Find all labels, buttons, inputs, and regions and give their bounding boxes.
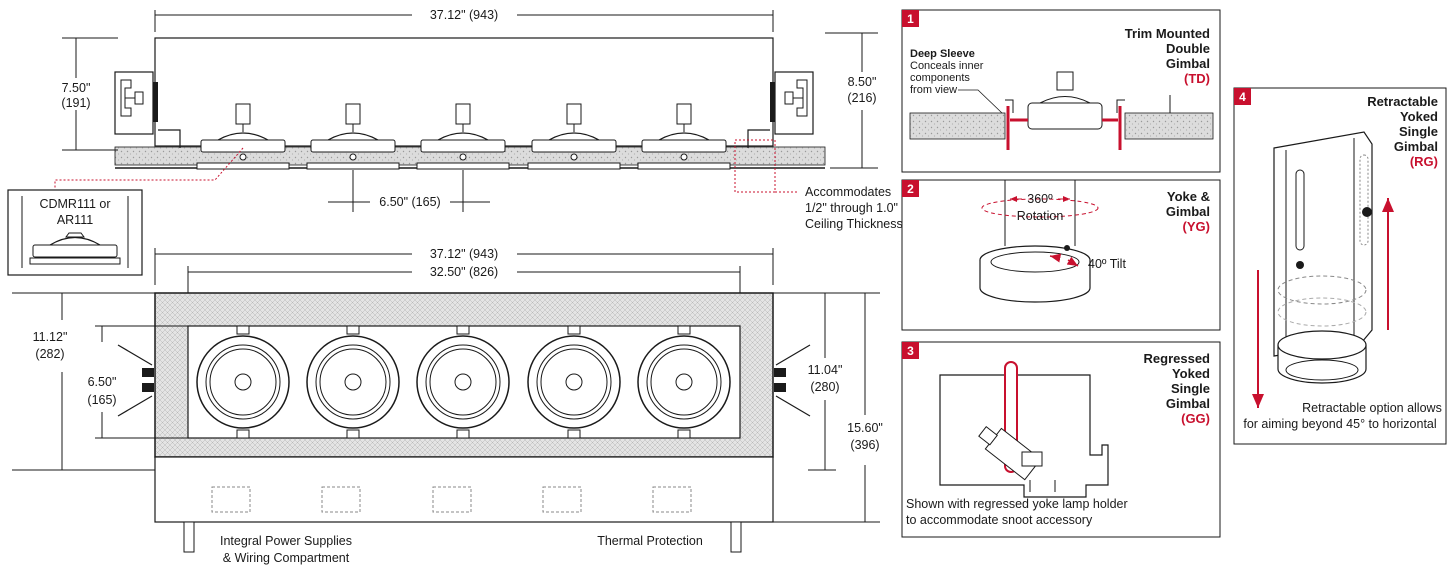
panel-3-title-3: Single [1171, 381, 1210, 396]
ceiling-note-2: 1/2" through 1.0" [805, 201, 898, 215]
panel-3-title-1: Regressed [1144, 351, 1211, 366]
panel-3-badge [902, 342, 919, 359]
panel-3-title-2: Yoked [1172, 366, 1210, 381]
side-width-label: 37.12" (943) [430, 8, 498, 22]
aperture-mm: (165) [87, 393, 116, 407]
panel-4-title-1: Retractable [1367, 94, 1438, 109]
panel-4-code: (RG) [1410, 154, 1438, 169]
side-height-left-in: 7.50" [62, 81, 91, 95]
lamp-label-2: AR111 [57, 213, 93, 227]
svg-text:3: 3 [907, 344, 914, 358]
panel-3-caption-2: to accommodate snoot accessory [906, 513, 1093, 527]
rotation-degrees: 360º [1027, 192, 1053, 206]
power-note-1: Integral Power Supplies [220, 534, 352, 548]
panel-3-caption-1: Shown with regressed yoke lamp holder [906, 497, 1128, 511]
panel-4-badge [1234, 88, 1251, 105]
panel-1-callout-1: Conceals inner [910, 60, 984, 72]
side-height-right-mm: (216) [847, 91, 876, 105]
side-height-left-mm: (191) [61, 96, 90, 110]
side-height-right-in: 8.50" [848, 75, 877, 89]
side-lamps [196, 103, 731, 170]
top-height-right-in: 11.04" [808, 363, 843, 377]
rotation-label: Rotation [1017, 209, 1064, 223]
panel-1-callout-title: Deep Sleeve [910, 48, 975, 60]
panel-1-title-3: Gimbal [1166, 56, 1210, 71]
top-inner-width-label: 32.50" (826) [430, 265, 498, 279]
panel-4-caption-1: Retractable option allows [1302, 401, 1442, 415]
panel-yoke-gimbal: 2 Yoke & Gimbal (YG) 360º Rotation 40º T… [901, 179, 1221, 331]
top-lamps [196, 325, 731, 439]
total-height-mm: (396) [850, 438, 879, 452]
ceiling-note-3: Ceiling Thickness [805, 217, 903, 231]
svg-text:1: 1 [907, 12, 914, 26]
panel-1-callout-2: components [910, 72, 970, 84]
panel-trim-mounted-double-gimbal: 1 Trim Mounted Double Gimbal (TD) Deep S… [901, 9, 1221, 173]
panel-4-title-2: Yoked [1400, 109, 1438, 124]
top-view: 37.12" (943) 32.50" (826) [12, 247, 883, 565]
panel-1-code: (TD) [1184, 71, 1210, 86]
panel-4-title-3: Single [1399, 124, 1438, 139]
aperture-in: 6.50" [88, 375, 117, 389]
panel-2-code: (YG) [1183, 219, 1210, 234]
panel-regressed-yoked-single-gimbal: 3 Regressed Yoked Single Gimbal (GG) Sho… [901, 341, 1221, 538]
panel-4-title-4: Gimbal [1394, 139, 1438, 154]
svg-text:4: 4 [1239, 90, 1246, 104]
panel-1-badge [902, 10, 919, 27]
panel-3-title-4: Gimbal [1166, 396, 1210, 411]
lamp-detail-inset: CDMR111 or AR111 [7, 147, 244, 276]
top-width-label: 37.12" (943) [430, 247, 498, 261]
top-height-left-in: 11.12" [33, 330, 68, 344]
panel-4-caption-2: for aiming beyond 45° to horizontal [1243, 417, 1436, 431]
panel-2-badge [902, 180, 919, 197]
panel-1-callout-3: from view [910, 84, 957, 96]
top-height-right-mm: (280) [810, 380, 839, 394]
panel-2-title-2: Gimbal [1166, 204, 1210, 219]
panel-retractable-yoked-single-gimbal: 4 Retractable Yoked Single Gimbal (RG) R… [1233, 87, 1447, 445]
ceiling-note-1: Accommodates [805, 185, 891, 199]
total-height-in: 15.60" [847, 421, 883, 435]
side-spacing-label: 6.50" (165) [379, 195, 440, 209]
power-compartment [154, 456, 774, 523]
panel-1-title-2: Double [1166, 41, 1210, 56]
power-note-2: & Wiring Compartment [223, 551, 350, 565]
panel-1-title-1: Trim Mounted [1125, 26, 1210, 41]
top-height-left-mm: (282) [35, 347, 64, 361]
side-view: 37.12" (943) 7.50" (191) 8.50" (216) [61, 8, 902, 231]
svg-text:2: 2 [907, 182, 914, 196]
panel-2-title-1: Yoke & [1167, 189, 1210, 204]
thermal-note: Thermal Protection [597, 534, 703, 548]
tilt-label: 40º Tilt [1088, 257, 1126, 271]
lamp-label-1: CDMR111 or [39, 197, 110, 211]
panel-3-code: (GG) [1181, 411, 1210, 426]
